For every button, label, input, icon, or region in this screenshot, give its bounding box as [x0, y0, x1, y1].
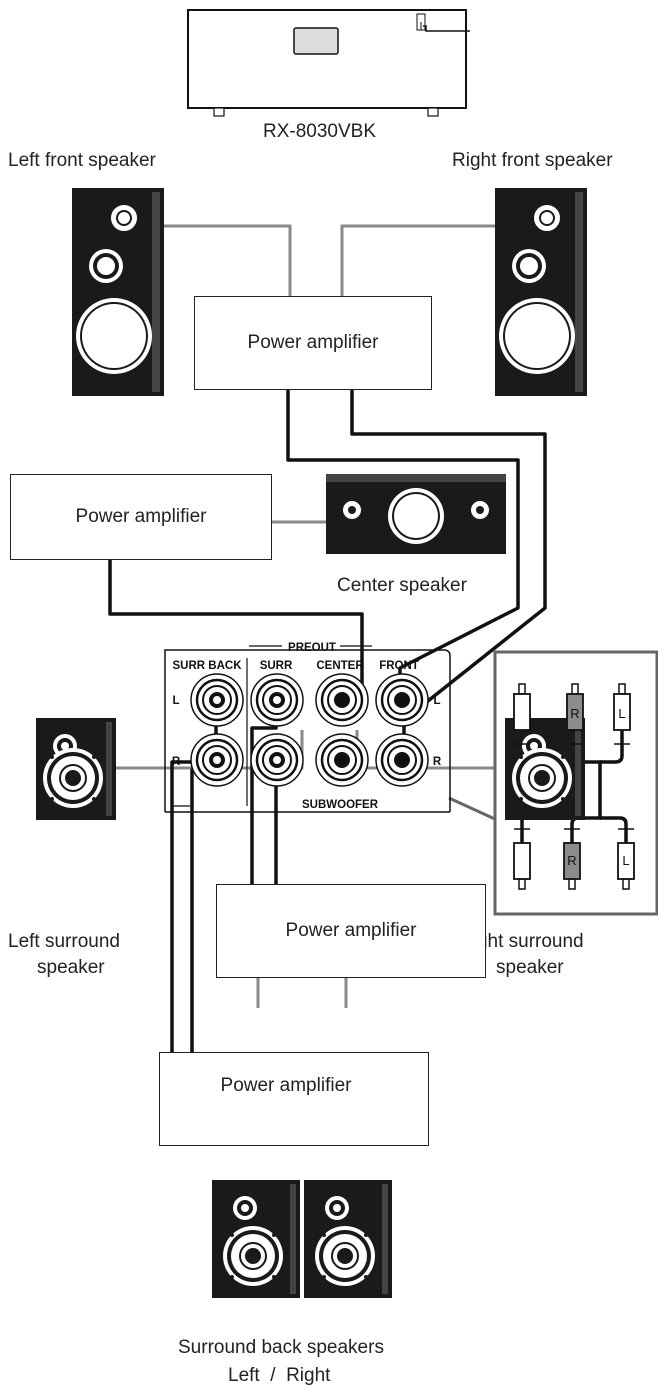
amplifier-label: Power amplifier [75, 506, 207, 527]
plug-l-top: L [613, 683, 631, 745]
label-right-front-speaker: Right front speaker [452, 150, 613, 171]
label-right-surround-line1: Right surround [459, 931, 584, 952]
wire-front-right [340, 224, 495, 296]
svg-text:R: R [570, 706, 579, 721]
jack-front-l [375, 673, 429, 727]
receiver-display [293, 27, 339, 55]
label-left-front-speaker: Left front speaker [8, 150, 156, 171]
svg-text:R: R [567, 853, 576, 868]
surround-back-left-speaker-icon [212, 1180, 300, 1298]
surround-left-speaker-icon [36, 718, 116, 820]
plug-r-top: R [566, 683, 584, 745]
label-left-surround-line2: speaker [37, 957, 105, 978]
cable-center [108, 560, 364, 700]
label-surround-back-sides: Left / Right [228, 1365, 331, 1386]
jack-subwoofer [315, 733, 369, 787]
inset-pointer [448, 796, 499, 823]
center-speaker-icon [326, 474, 506, 554]
power-amplifier-surround: Power amplifier [216, 884, 486, 978]
jack-surr-r [250, 733, 304, 787]
surround-back-right-speaker-icon [304, 1180, 392, 1298]
jack-surr-back-r [190, 733, 244, 787]
plug-l-bottom: L [617, 828, 635, 890]
plug-mono-top [513, 683, 531, 745]
front-left-speaker-icon [72, 188, 164, 396]
label-surround-back-speakers: Surround back speakers [178, 1337, 384, 1358]
power-amplifier-surround-back: Power amplifier [159, 1052, 429, 1146]
receiver-unit [187, 9, 470, 117]
amplifier-label: Power amplifier [220, 1075, 352, 1096]
svg-text:L: L [618, 706, 625, 721]
cable-surr-left [250, 704, 278, 884]
amplifier-label: Power amplifier [247, 332, 379, 353]
label-center-speaker: Center speaker [337, 575, 467, 596]
jack-center [315, 673, 369, 727]
surround-right-speaker-icon [505, 718, 585, 820]
jack-surr-l [250, 673, 304, 727]
preout-panel [164, 645, 451, 813]
power-amplifier-center: Power amplifier [10, 474, 272, 560]
plug-r-bottom: R [563, 828, 581, 890]
wire-front-left [162, 224, 292, 296]
generated-shapes: R L R L [36, 188, 635, 1298]
jack-surr-back-l [190, 673, 244, 727]
label-right-surround-line2: speaker [496, 957, 564, 978]
front-right-speaker-icon [495, 188, 587, 396]
plug-mono-bottom [513, 828, 531, 890]
svg-text:L: L [622, 853, 629, 868]
amplifier-label: Power amplifier [285, 920, 417, 941]
cable-front-right [350, 390, 547, 762]
jack-front-r [375, 733, 429, 787]
label-left-surround-line1: Left surround [8, 931, 120, 952]
power-amplifier-front: Power amplifier [194, 296, 432, 390]
receiver-model-label: RX-8030VBK [263, 121, 377, 142]
